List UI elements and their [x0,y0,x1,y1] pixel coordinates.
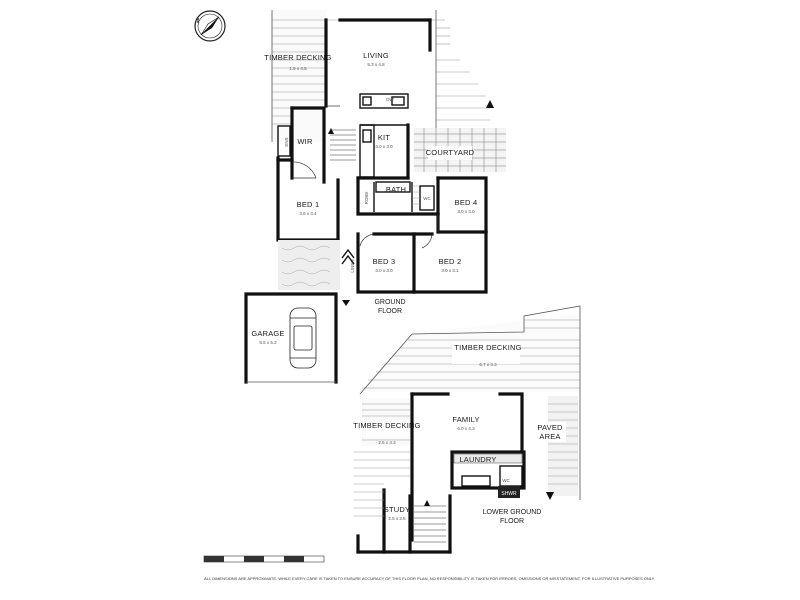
svg-text:3.6 x 3.4: 3.6 x 3.4 [299,211,317,216]
svg-text:3.0 x 3.1: 3.0 x 3.1 [441,268,459,273]
room-label-garage: GARAGE [251,329,284,338]
car-icon [289,307,317,369]
small-timber-decking: TIMBER DECKING 2.5 x 4.3 [353,398,420,446]
right-courtyard: COURTYARD [414,100,506,172]
room-label-lower-timber-decking: TIMBER DECKING [454,343,521,352]
room-kitchen: KIT 3.0 x 3.0 DW [356,93,410,180]
room-bed3: BED 3 3.0 x 3.0 LINEN [350,232,416,294]
room-label-shwr: SHWR [501,491,517,497]
lower-floor-label-2: FLOOR [500,518,524,525]
room-wir: WIR ENS [277,106,326,184]
svg-text:2.5 x 4.3: 2.5 x 4.3 [378,440,396,445]
room-garage: GARAGE 5.5 x 5.2 [244,292,338,384]
room-bed1: BED 1 3.6 x 3.4 [276,156,340,242]
room-living: LIVING 5.3 x 4.8 [324,18,432,108]
stairs-ground [328,128,356,161]
ground-floor: TIMBER DECKING 1.5 x 4.5 LIVING 5.3 x 4.… [244,10,506,384]
room-label-paved-area-1: PAVED [537,423,563,432]
room-label-bed1: BED 1 [297,200,320,209]
north-arrow-icon [194,10,226,42]
svg-text:6.7 x 3.3: 6.7 x 3.3 [479,362,497,367]
room-label-family: FAMILY [452,415,479,424]
room-label-laundry: LAUNDRY [459,455,496,464]
svg-text:5.3 x 4.8: 5.3 x 4.8 [367,62,385,67]
room-label-bath: BATH [386,185,406,194]
svg-text:3.0 x 3.0: 3.0 x 3.0 [375,268,393,273]
room-study: STUDY 2.5 x 2.5 [354,451,452,554]
room-label-bed3: BED 3 [373,257,396,266]
paved-area: PAVED AREA [536,396,578,500]
lower-floor-label-1: LOWER GROUND [483,509,542,516]
svg-text:3.0 x 3.0: 3.0 x 3.0 [457,209,475,214]
svg-text:5.5 x 5.2: 5.5 x 5.2 [259,340,277,345]
room-label-bed2: BED 2 [439,257,462,266]
svg-text:1.5 x 4.5: 1.5 x 4.5 [289,66,307,71]
svg-text:WC: WC [423,196,431,201]
room-label-courtyard: COURTYARD [426,148,475,157]
ground-floor-label-1: GROUND [374,299,405,306]
room-bath: BATH ROBE WC [356,176,440,216]
room-bed4: BED 4 3.0 x 3.0 [436,176,488,234]
room-label-paved-area-2: AREA [539,432,560,441]
disclaimer-text: ALL DIMENSIONS ARE APPROXIMATE. WHILE EV… [204,576,655,581]
svg-text:3.0 x 3.0: 3.0 x 3.0 [375,144,393,149]
room-label-bed4: BED 4 [455,198,478,207]
room-laundry: LAUNDRY WC SHWR [450,450,526,498]
room-label-timber-decking: TIMBER DECKING [264,53,331,62]
room-bed2: BED 2 3.0 x 3.1 [412,230,488,294]
svg-text:DW: DW [386,97,394,102]
svg-text:LINEN: LINEN [350,259,355,272]
room-label-wir: WIR [297,137,313,146]
svg-text:ENS: ENS [284,137,289,146]
room-family: FAMILY 6.0 x 4.3 [410,392,524,542]
upper-timber-decking: TIMBER DECKING 1.5 x 4.5 [264,10,490,142]
svg-text:WC: WC [502,478,510,483]
room-label-small-timber-decking: TIMBER DECKING [353,421,420,430]
svg-text:ROBE: ROBE [364,192,369,205]
svg-text:2.5 x 2.5: 2.5 x 2.5 [388,516,406,521]
scale-bar [203,555,325,563]
left-garden [278,240,355,306]
ground-floor-label-2: FLOOR [378,308,402,315]
room-label-kit: KIT [378,133,390,142]
room-label-study: STUDY [384,505,410,514]
lower-ground-floor: TIMBER DECKING 6.7 x 3.3 FAMILY 6.0 x 4.… [353,305,581,554]
svg-text:6.0 x 4.3: 6.0 x 4.3 [457,426,475,431]
lower-timber-decking: TIMBER DECKING 6.7 x 3.3 [359,305,581,500]
room-label-living: LIVING [363,51,389,60]
